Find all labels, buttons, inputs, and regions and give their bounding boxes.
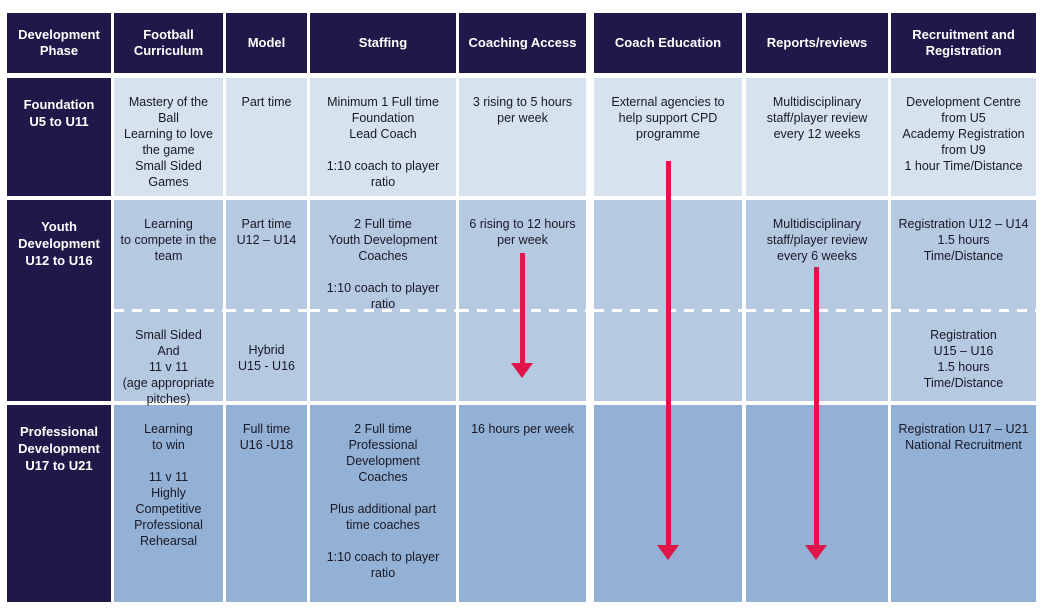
cell-youth-phase: Youth Development U12 to U16 (7, 200, 111, 401)
cell-youth-lower-curriculum: Small Sided And 11 v 11 (age appropriate… (122, 328, 215, 406)
cell-professional-staffing: 2 Full time Professional Development Coa… (310, 405, 456, 602)
cell-foundation-reports-reviews: Multidisciplinary staff/player review ev… (746, 78, 888, 196)
cell-youth-curriculum: Learning to compete in the team Small Si… (114, 200, 223, 406)
cell-foundation-curriculum: Mastery of the Ball Learning to love the… (114, 78, 223, 196)
cell-foundation-coach-education: External agencies to help support CPD pr… (594, 78, 742, 196)
arrow-head-icon (511, 363, 533, 378)
cell-youth-staffing: 2 Full time Youth Development Coaches 1:… (310, 200, 456, 401)
dashed-divider (310, 309, 456, 312)
cell-youth-recruitment: Registration U12 – U14 1.5 hours Time/Di… (891, 200, 1036, 401)
cell-foundation-phase: Foundation U5 to U11 (7, 78, 111, 196)
header-cell-football-curriculum: Football Curriculum (114, 13, 223, 73)
arrow-shaft (666, 161, 671, 545)
header-cell-staffing: Staffing (310, 13, 456, 73)
cell-youth-upper-coaching-access: 6 rising to 12 hours per week (469, 217, 576, 247)
cell-foundation-coaching-access: 3 rising to 5 hours per week (459, 78, 586, 196)
arrow-shaft (814, 267, 819, 545)
dashed-divider (226, 309, 307, 312)
dashed-divider (114, 309, 223, 312)
cell-foundation-model: Part time (226, 78, 307, 196)
cell-youth-model: Part time U12 – U14 Hybrid U15 - U16 (226, 200, 307, 401)
header-cell-development-phase: Development Phase (7, 13, 111, 73)
dashed-divider (891, 309, 1036, 312)
cell-youth-upper-reports-reviews: Multidisciplinary staff/player review ev… (766, 217, 868, 263)
cell-youth-upper-recruitment: Registration U12 – U14 1.5 hours Time/Di… (898, 217, 1029, 263)
header-cell-reports-reviews: Reports/reviews (746, 13, 888, 73)
arrow-shaft (520, 253, 525, 363)
header-cell-coach-education: Coach Education (594, 13, 742, 73)
cell-youth-upper-curriculum: Learning to compete in the team (120, 217, 217, 263)
cell-youth-lower-model: Hybrid U15 - U16 (238, 343, 295, 373)
cell-youth-upper-staffing: 2 Full time Youth Development Coaches 1:… (326, 217, 440, 311)
arrow-head-icon (657, 545, 679, 560)
arrow-head-icon (805, 545, 827, 560)
cell-professional-coaching-access: 16 hours per week (459, 405, 586, 602)
header-cell-coaching-access: Coaching Access (459, 13, 586, 73)
cell-professional-curriculum: Learning to win 11 v 11 Highly Competiti… (114, 405, 223, 602)
cell-foundation-recruitment: Development Centre from U5 Academy Regis… (891, 78, 1036, 196)
cell-foundation-staffing: Minimum 1 Full time Foundation Lead Coac… (310, 78, 456, 196)
cell-professional-model: Full time U16 -U18 (226, 405, 307, 602)
header-cell-recruitment-registration: Recruitment and Registration (891, 13, 1036, 73)
cell-youth-lower-recruitment: Registration U15 – U16 1.5 hours Time/Di… (923, 328, 1004, 390)
cell-professional-phase: Professional Development U17 to U21 (7, 405, 111, 602)
cell-youth-upper-model: Part time U12 – U14 (236, 217, 297, 247)
academy-structure-table: Development Phase Football Curriculum Mo… (7, 13, 1036, 602)
cell-professional-recruitment: Registration U17 – U21 National Recruitm… (891, 405, 1036, 602)
header-cell-model: Model (226, 13, 307, 73)
